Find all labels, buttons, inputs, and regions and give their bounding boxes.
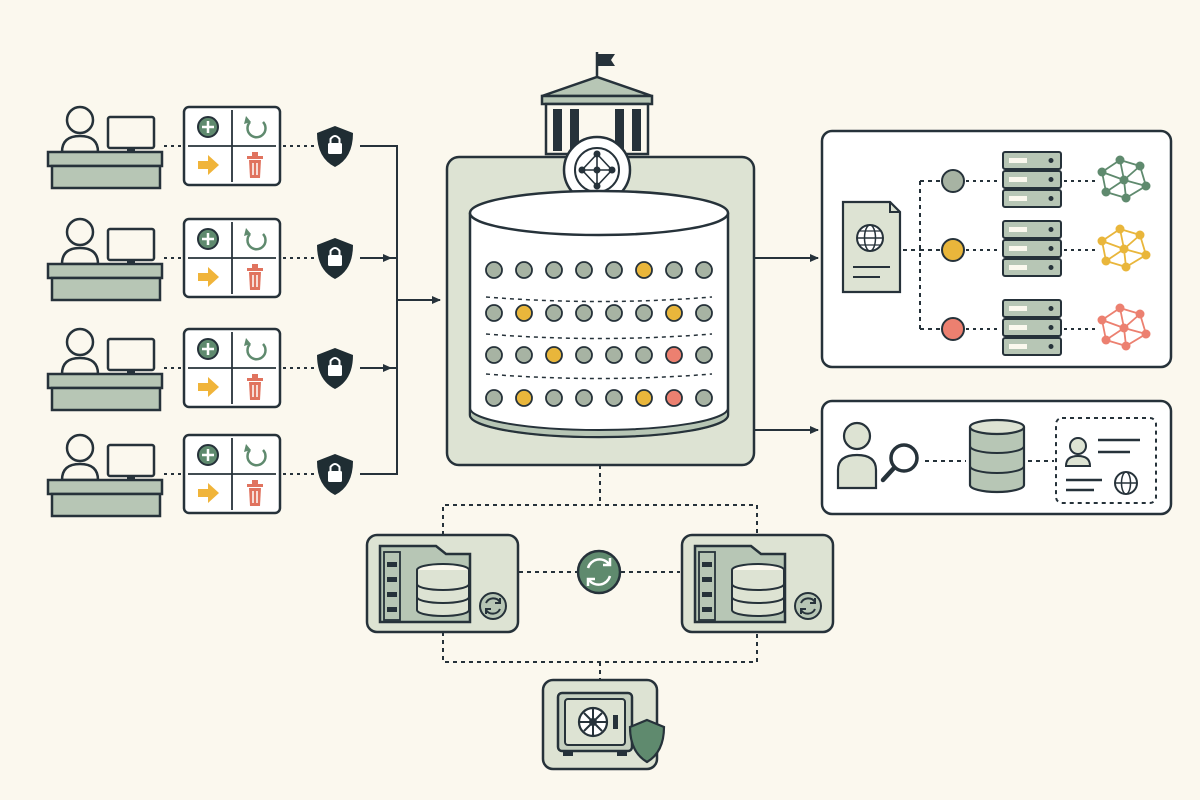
- ledger-record-dot: [605, 346, 623, 364]
- lock-shield-icon: [316, 347, 354, 390]
- clerk-lane: [46, 105, 354, 190]
- distribution-branch: [941, 299, 1152, 356]
- central-registry[interactable]: [445, 52, 756, 467]
- ledger-record-dot: [545, 304, 563, 322]
- ledger-record-dot: [665, 389, 683, 407]
- ledger-record-dot: [545, 389, 563, 407]
- person-at-desk-icon: [46, 433, 164, 518]
- ledger-record-dot: [695, 304, 713, 322]
- ledger-record-dot: [515, 304, 533, 322]
- ledger-record-dot: [605, 261, 623, 279]
- ledger-record-dot: [485, 389, 503, 407]
- ledger-record-dot: [665, 261, 683, 279]
- person-at-desk-icon: [46, 327, 164, 412]
- server-rack-icon: [1002, 220, 1062, 277]
- clerk-lane: [46, 217, 354, 302]
- action-card[interactable]: [182, 217, 282, 299]
- person-at-desk-icon: [46, 105, 164, 190]
- server-rack-icon: [1002, 299, 1062, 356]
- ledger-record-dot: [695, 261, 713, 279]
- ledger-record-dot: [635, 346, 653, 364]
- lock-shield-icon: [316, 453, 354, 496]
- clerk-lanes: [46, 105, 354, 518]
- ledger-record-dot: [485, 346, 503, 364]
- lane-connectors: [360, 145, 441, 475]
- ledger-record-dot: [605, 304, 623, 322]
- lookup-panel: [820, 399, 1173, 516]
- lock-shield-icon: [316, 125, 354, 168]
- ledger-record-dot: [515, 389, 533, 407]
- distribution-panel: [820, 129, 1173, 369]
- replication-connectors: [442, 465, 758, 680]
- ledger-record-dot: [485, 261, 503, 279]
- ledger-record-dot: [665, 304, 683, 322]
- ledger-record-dot: [635, 304, 653, 322]
- globe-document-icon: [841, 200, 902, 294]
- action-card[interactable]: [182, 433, 282, 515]
- status-dot: [941, 169, 965, 193]
- ledger-record-dot: [635, 261, 653, 279]
- clerk-lane: [46, 327, 354, 412]
- ledger-record-dot: [665, 346, 683, 364]
- person-at-desk-icon: [46, 217, 164, 302]
- ledger-record-dot: [545, 261, 563, 279]
- ledger-record-grid: [485, 261, 713, 407]
- user-icon: [836, 421, 878, 490]
- ledger-record-dot: [605, 389, 623, 407]
- vault-safe-icon: [556, 691, 634, 756]
- lock-shield-icon: [316, 237, 354, 280]
- action-card[interactable]: [182, 327, 282, 409]
- clerk-lane: [46, 433, 354, 518]
- distribution-branch: [941, 220, 1152, 277]
- ledger-record-dot: [695, 346, 713, 364]
- ledger-record-dot: [575, 389, 593, 407]
- ledger-record-dot: [575, 261, 593, 279]
- data-center-primary[interactable]: [365, 533, 520, 634]
- ledger-record-dot: [515, 346, 533, 364]
- ledger-record-dot: [515, 261, 533, 279]
- backup-vault[interactable]: [541, 678, 666, 771]
- server-rack-icon: [1002, 151, 1062, 208]
- output-connectors: [755, 254, 819, 434]
- data-center-secondary[interactable]: [680, 533, 835, 634]
- database-cylinder-icon: [468, 189, 730, 439]
- ledger-record-dot: [485, 304, 503, 322]
- ledger-record-dot: [635, 389, 653, 407]
- distribution-branch: [941, 151, 1152, 208]
- ledger-record-dot: [575, 304, 593, 322]
- magnifier-icon[interactable]: [880, 443, 919, 483]
- sync-icon[interactable]: [576, 549, 622, 595]
- status-dot: [941, 238, 965, 262]
- database-icon: [968, 418, 1026, 494]
- action-card[interactable]: [182, 105, 282, 187]
- status-dot: [941, 317, 965, 341]
- id-card-icon: [1055, 417, 1157, 504]
- lane-arrows: [360, 254, 392, 372]
- ledger-record-dot: [575, 346, 593, 364]
- ledger-record-dot: [695, 389, 713, 407]
- security-shield-icon: [628, 718, 666, 764]
- ledger-record-dot: [545, 346, 563, 364]
